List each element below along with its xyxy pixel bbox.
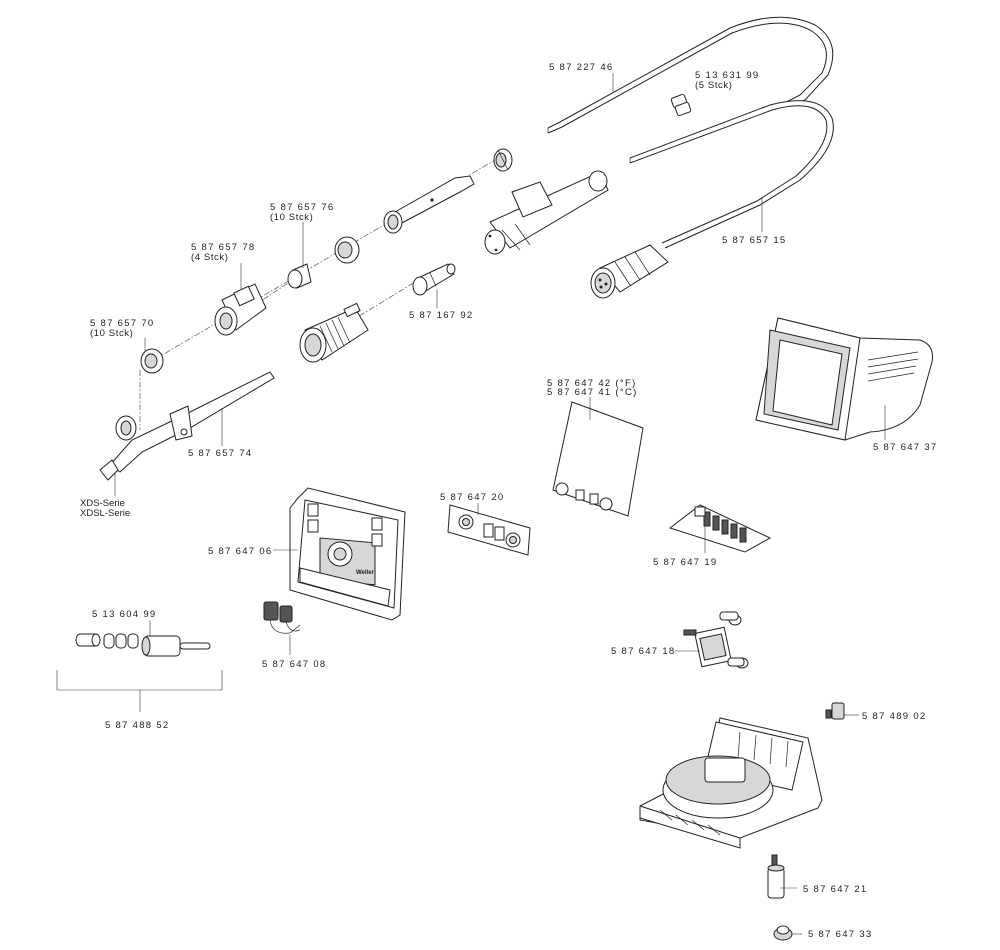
socket-panel xyxy=(447,504,531,556)
ring-76 xyxy=(334,236,360,264)
label-socket-panel: 5 87 647 20 xyxy=(440,492,505,503)
label-board: 5 87 647 19 xyxy=(653,557,718,568)
hose-clip xyxy=(670,93,692,117)
label-cable-outer: 5 87 227 46 xyxy=(549,62,614,73)
soldering-iron-handle xyxy=(99,371,275,481)
label-clip: 5 13 631 99 xyxy=(695,70,760,81)
ring-70 xyxy=(140,348,164,374)
part-labels: 5 87 227 46 5 13 631 99 (5 Stck) 5 87 65… xyxy=(80,62,938,940)
label-series-2: XDSL-Serie xyxy=(80,508,130,519)
label-hood: 5 87 647 37 xyxy=(873,442,938,453)
small-plug xyxy=(825,702,845,720)
kit-bracket xyxy=(56,670,223,712)
filter-cartridge xyxy=(767,854,785,899)
connector-part xyxy=(263,601,301,634)
nozzle xyxy=(412,263,456,296)
label-ring-76: 5 87 657 76 xyxy=(270,202,335,213)
base-housing xyxy=(639,717,823,849)
label-front-panel: 5 87 647 06 xyxy=(208,546,273,557)
label-valve: 5 87 647 18 xyxy=(611,646,676,657)
tip-holder xyxy=(214,283,267,336)
rubber-foot xyxy=(773,925,793,941)
tip-set xyxy=(75,633,211,657)
ring-78 xyxy=(287,263,312,289)
label-ring-78: 5 87 657 78 xyxy=(191,242,256,253)
label-foot: 5 87 647 33 xyxy=(808,929,873,940)
label-ring-76-qty: (10 Stck) xyxy=(270,212,313,223)
label-cable-assembly: 5 87 657 15 xyxy=(722,235,787,246)
hose-cable-lower xyxy=(629,100,834,249)
label-connector: 5 87 647 08 xyxy=(262,659,327,670)
label-ring-70-qty: (10 Stck) xyxy=(90,328,133,339)
panel-logo: Weller xyxy=(356,570,375,576)
circuit-board xyxy=(668,504,772,553)
label-nozzle: 5 87 167 92 xyxy=(409,310,474,321)
heater-element xyxy=(383,175,475,234)
label-tip-set: 5 13 604 99 xyxy=(92,609,157,620)
label-handle: 5 87 657 74 xyxy=(188,448,253,459)
label-temp-f: 5 87 647 42 (°F) xyxy=(547,378,637,389)
label-ring-70: 5 87 657 70 xyxy=(90,318,155,329)
threaded-sleeve xyxy=(299,302,369,363)
cable-plug-connector xyxy=(590,244,669,299)
hose-cable-upper xyxy=(547,16,834,136)
label-plug: 5 87 489 02 xyxy=(862,711,927,722)
grip-sleeve xyxy=(484,170,609,255)
temperature-label-sheet xyxy=(552,401,644,517)
front-panel: Weller xyxy=(289,487,406,621)
valve-assembly xyxy=(683,611,749,669)
label-kit: 5 87 488 52 xyxy=(105,720,170,731)
leader-lines xyxy=(114,73,886,935)
label-clip-qty: (5 Stck) xyxy=(695,80,733,91)
label-filter: 5 87 647 21 xyxy=(803,884,868,895)
label-temp-c: 5 87 647 41 (°C) xyxy=(547,387,638,398)
housing-hood xyxy=(755,317,933,441)
label-series-1: XDS-Serie xyxy=(80,498,125,509)
knurled-ring xyxy=(493,148,513,172)
label-ring-78-qty: (4 Stck) xyxy=(191,252,229,263)
